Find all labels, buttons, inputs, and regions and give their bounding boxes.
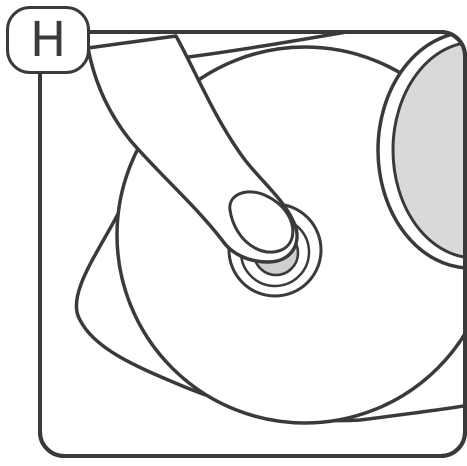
step-label-badge: H (6, 6, 90, 74)
step-letter: H (30, 16, 66, 64)
